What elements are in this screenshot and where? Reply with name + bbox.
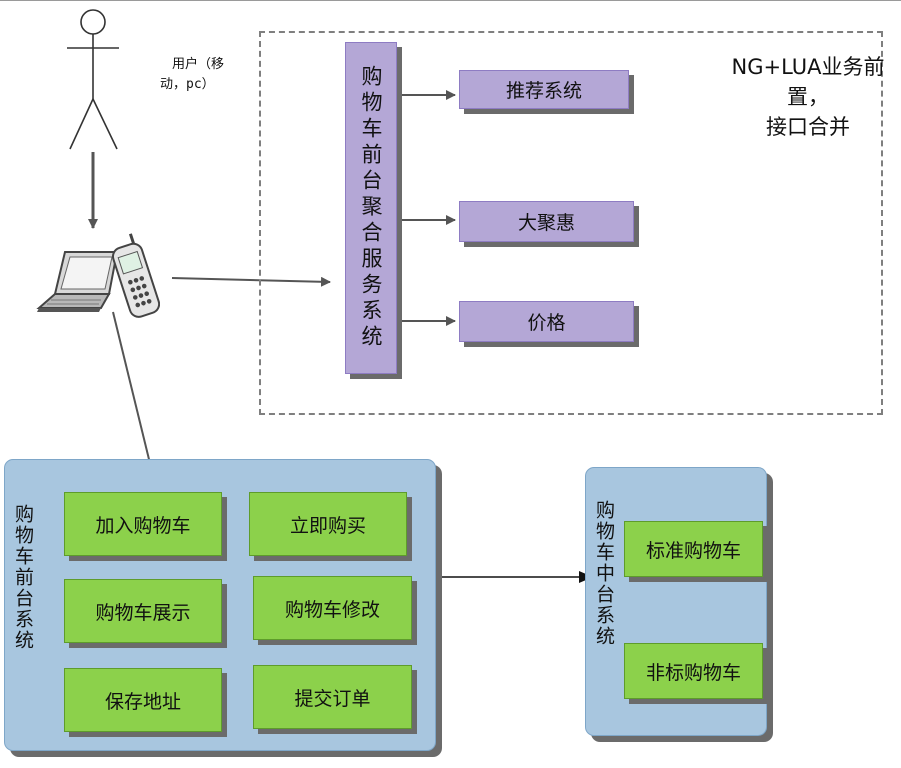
user-label: 用户（移 动，pc） bbox=[160, 55, 224, 95]
module-recommend: 推荐系统 bbox=[459, 70, 629, 109]
aggregation-layer-frame bbox=[259, 31, 883, 415]
aggregation-service-bar: 购物车前台聚合服务系统 bbox=[345, 42, 397, 374]
function-nonstandard-cart: 非标购物车 bbox=[624, 643, 763, 699]
function-add-to-cart: 加入购物车 bbox=[64, 492, 222, 556]
aggregation-service-label: 购物车前台聚合服务系统 bbox=[359, 65, 383, 351]
function-buy-now: 立即购买 bbox=[249, 492, 407, 556]
function-add-to-cart-label: 加入购物车 bbox=[95, 514, 191, 537]
module-price-label: 价格 bbox=[527, 312, 566, 334]
function-cart-modify-label: 购物车修改 bbox=[284, 598, 380, 621]
module-recommend-label: 推荐系统 bbox=[505, 80, 582, 102]
arrow-device-to-aggregation bbox=[171, 276, 331, 287]
function-nonstandard-cart-label: 非标购物车 bbox=[645, 661, 741, 684]
function-buy-now-label: 立即购买 bbox=[289, 514, 366, 537]
function-save-address-label: 保存地址 bbox=[104, 690, 181, 713]
aggregation-note-line1: NG+LUA业务前 bbox=[731, 55, 885, 79]
top-border-line bbox=[0, 0, 901, 1]
function-cart-display-label: 购物车展示 bbox=[95, 601, 191, 624]
aggregation-note-line3: 接口合并 bbox=[766, 115, 850, 139]
function-standard-cart: 标准购物车 bbox=[624, 521, 763, 577]
front-system-title: 购物车前台系统 bbox=[12, 504, 34, 651]
module-juhui: 大聚惠 bbox=[459, 201, 634, 242]
user-label-line1: 用户（移 bbox=[172, 57, 225, 72]
middle-system-title: 购物车中台系统 bbox=[593, 500, 615, 647]
stick-figure-icon bbox=[67, 9, 119, 150]
function-cart-modify: 购物车修改 bbox=[253, 576, 412, 640]
function-cart-display: 购物车展示 bbox=[64, 579, 222, 643]
function-submit-order-label: 提交订单 bbox=[294, 687, 371, 710]
function-standard-cart-label: 标准购物车 bbox=[645, 539, 741, 562]
function-submit-order: 提交订单 bbox=[253, 665, 412, 729]
user-label-line2: 动，pc） bbox=[160, 77, 215, 92]
aggregation-note-line2: 置， bbox=[787, 85, 829, 109]
module-price: 价格 bbox=[459, 301, 634, 342]
aggregation-note: NG+LUA业务前 置， 接口合并 bbox=[723, 52, 893, 142]
laptop-phone-icon bbox=[36, 233, 160, 318]
function-save-address: 保存地址 bbox=[64, 668, 222, 732]
arrow-device-to-front bbox=[112, 311, 159, 489]
module-juhui-label: 大聚惠 bbox=[517, 212, 575, 234]
